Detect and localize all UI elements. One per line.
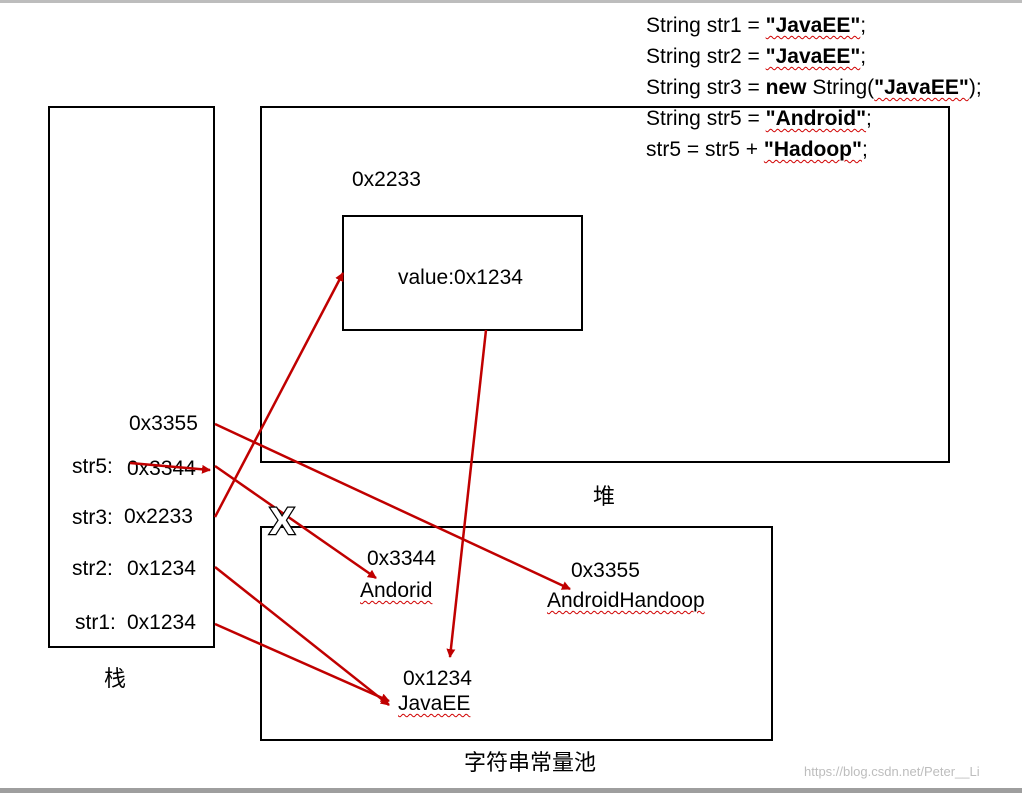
stack-var-str1-addr: 0x1234 (127, 611, 196, 634)
arrow-str5-short (129, 461, 211, 474)
code-snippet: String str1 = "JavaEE"; String str2 = "J… (646, 10, 982, 165)
heap-box (260, 106, 950, 463)
code-line-3: String str3 = new String("JavaEE"); (646, 76, 982, 99)
watermark: https://blog.csdn.net/Peter__Li (804, 764, 980, 779)
heap-object-address: 0x2233 (352, 168, 421, 191)
arrow-str5-to-android (214, 464, 377, 580)
arrow-str3-to-heap-object (213, 272, 345, 518)
pool-entry-javaee-address: 0x1234 (403, 667, 472, 690)
stack-var-str5-name: str5: (72, 455, 113, 478)
pool-label: 字符串常量池 (464, 751, 597, 776)
pool-entry-androidhadoop-value: AndroidHandoop (547, 589, 705, 612)
code-line-4: String str5 = "Android"; (646, 107, 872, 130)
stack-var-str3-name: str3: (72, 506, 113, 529)
pool-entry-android-value: Andorid (360, 579, 433, 602)
stack-address-0x3355: 0x3355 (129, 412, 198, 435)
pool-entry-android-address: 0x3344 (367, 547, 436, 570)
heap-label: 堆 (593, 485, 616, 510)
arrow-0x3355-to-androidhadoop (214, 422, 571, 591)
heap-object-value: value:0x1234 (398, 266, 523, 289)
bottom-border (0, 788, 1022, 793)
stack-var-str1-name: str1: (75, 611, 116, 634)
code-line-2: String str2 = "JavaEE"; (646, 45, 867, 68)
stack-var-str3-addr: 0x2233 (124, 505, 193, 528)
stack-var-str2-name: str2: (72, 557, 113, 580)
code-line-5: str5 = str5 + "Hadoop"; (646, 138, 868, 161)
arrow-str1-to-javaee (214, 622, 390, 703)
pool-entry-javaee-value: JavaEE (398, 692, 471, 715)
broken-reference-cross-mark: X (269, 501, 295, 543)
stack-var-str5-addr: 0x3344 (127, 457, 196, 480)
stack-label: 栈 (104, 667, 127, 692)
code-line-1: String str1 = "JavaEE"; (646, 14, 867, 37)
top-border (0, 0, 1022, 3)
string-pool-box (260, 526, 773, 741)
stack-box (48, 106, 215, 648)
stack-var-str2-addr: 0x1234 (127, 557, 196, 580)
arrow-heap-value-to-javaee (446, 329, 488, 658)
arrow-str2-to-javaee (214, 566, 390, 706)
pool-entry-androidhadoop-address: 0x3355 (571, 559, 640, 582)
